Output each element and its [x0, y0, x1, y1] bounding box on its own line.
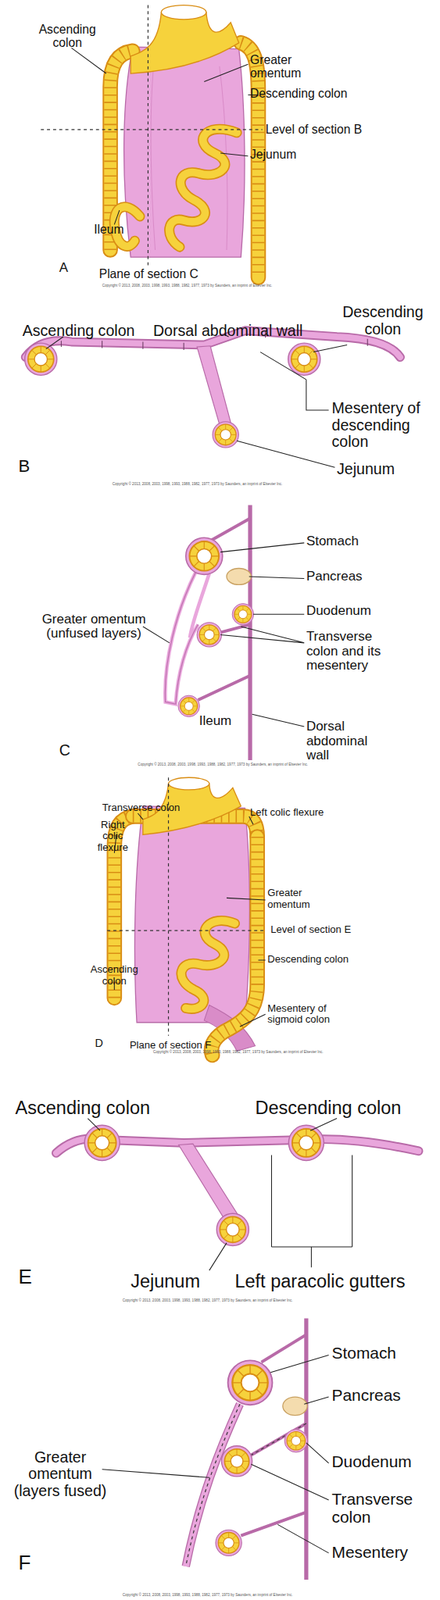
panel-letter: B	[18, 457, 31, 476]
panel-letter: F	[18, 1552, 32, 1575]
structure-label: Duodenum	[306, 604, 372, 619]
copyright-note: Copyright © 2013, 2008, 2003, 1998, 1993…	[102, 283, 273, 288]
structure-label: Ascending colon	[22, 322, 136, 340]
structure-label: Ileum	[93, 222, 124, 237]
structure-label: Ascending colon	[35, 22, 100, 50]
structure-label: Duodenum	[332, 1452, 412, 1471]
structure-label: Mesentery of descending colon	[332, 400, 426, 451]
structure-label: Greater omentum	[267, 887, 319, 911]
structure-label: Dorsal abdominal wall	[306, 719, 383, 764]
panel-letter: C	[59, 742, 71, 760]
structure-label: Jejunum	[336, 461, 395, 479]
structure-label: Greater omentum (layers fused)	[3, 1449, 117, 1501]
structure-label: Level of section E	[270, 924, 351, 936]
structure-label: Descending colon	[336, 304, 430, 338]
structure-label: Transverse colon	[332, 1490, 415, 1527]
structure-label: Level of section B	[265, 122, 363, 136]
structure-label: Left paracolic gutters	[234, 1272, 405, 1293]
structure-label: Greater omentum (unfused layers)	[39, 612, 150, 642]
structure-label: Pancreas	[306, 569, 363, 585]
structure-label: Pancreas	[332, 1386, 401, 1405]
structure-label: Ascending colon	[15, 1098, 151, 1120]
structure-label: Mesentery	[332, 1543, 409, 1562]
structure-label: Descending colon	[267, 954, 349, 966]
structure-label: Transverse colon	[102, 802, 181, 814]
structure-label: Jejunum	[250, 147, 297, 161]
copyright-note: Copyright © 2013, 2008, 2003, 1998, 1993…	[122, 1298, 294, 1303]
panel-letter: D	[94, 1037, 103, 1051]
structure-label: Descending colon	[250, 86, 347, 101]
panel-letter: E	[18, 1266, 33, 1289]
structure-label: Stomach	[332, 1344, 397, 1363]
structure-label: Jejunum	[130, 1272, 201, 1293]
structure-label: Ascending colon	[89, 964, 140, 988]
structure-label: Ileum	[199, 714, 233, 730]
structure-label: Greater omentum	[250, 53, 322, 80]
panel-letter: A	[59, 261, 68, 276]
copyright-note: Copyright © 2013, 2008, 2003, 1998, 1993…	[137, 762, 308, 767]
structure-label: Left colic flexure	[250, 807, 324, 819]
structure-label: Plane of section C	[99, 267, 199, 281]
structure-label: Descending colon	[255, 1098, 402, 1120]
copyright-note: Copyright © 2013, 2008, 2003, 1998, 1993…	[112, 482, 283, 487]
copyright-note: Copyright © 2013, 2008, 2003, 1998, 1993…	[153, 1050, 324, 1055]
structure-label: Plane of section F	[129, 1040, 212, 1052]
structure-label: Right colic flexure	[89, 819, 136, 854]
structure-label: Stomach	[306, 534, 359, 550]
copyright-note: Copyright © 2013, 2008, 2003, 1998, 1993…	[122, 1593, 294, 1598]
structure-label: Dorsal abdominal wall	[153, 322, 304, 340]
structure-label: Mesentery of sigmoid colon	[267, 1003, 341, 1027]
structure-label: Transverse colon and its mesentery	[306, 629, 399, 674]
